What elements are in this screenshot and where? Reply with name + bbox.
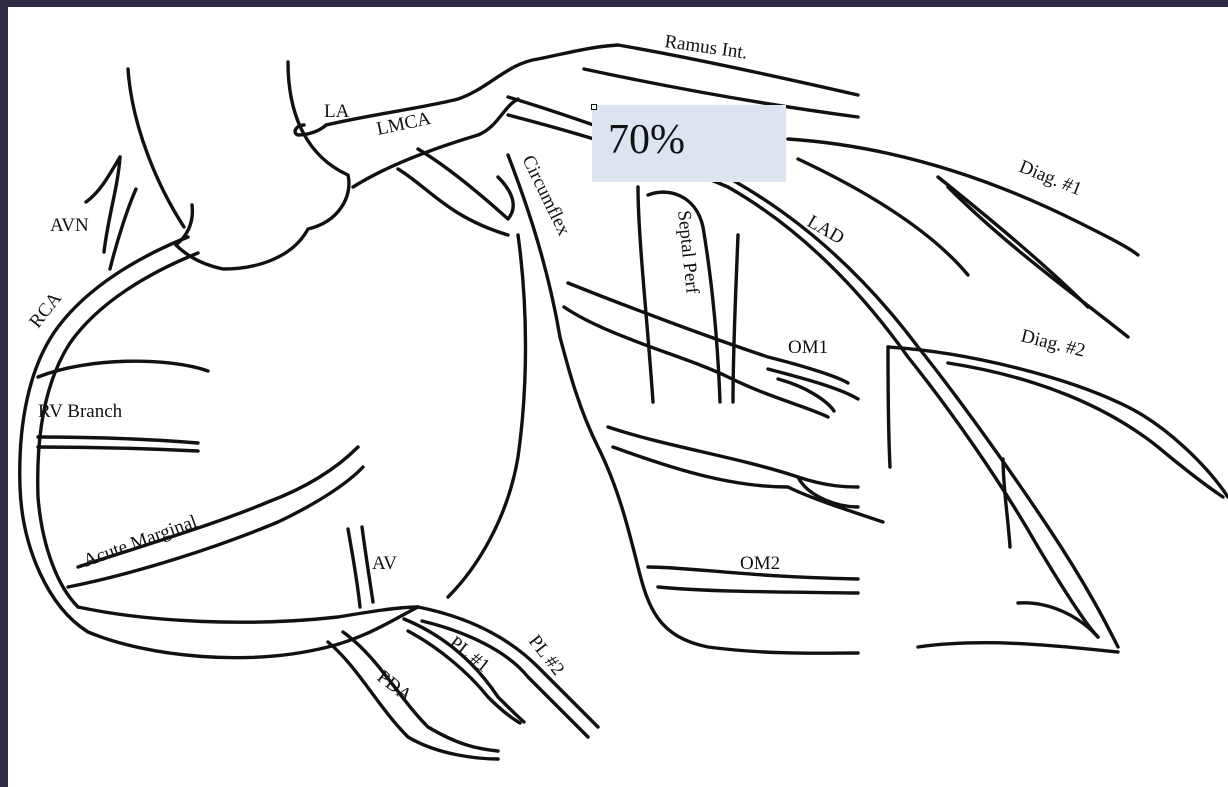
diagram-canvas: Ramus Int. LA LMCA Circumflex Septal Per… bbox=[8, 7, 1228, 787]
label-septal-perf: Septal Perf bbox=[673, 209, 703, 295]
label-diag-2: Diag. #2 bbox=[1019, 325, 1088, 361]
label-rv-branch: RV Branch bbox=[38, 401, 123, 422]
label-avn: AVN bbox=[50, 215, 89, 236]
left-atrium-outline bbox=[128, 62, 349, 269]
label-om1: OM1 bbox=[788, 337, 828, 358]
label-la: LA bbox=[324, 101, 350, 122]
lmca-trunk bbox=[326, 45, 618, 235]
stenosis-annotation[interactable]: 70% bbox=[592, 105, 786, 182]
label-pl-1: PL #1 bbox=[445, 632, 494, 676]
label-om2: OM2 bbox=[740, 553, 780, 574]
label-av: AV bbox=[372, 553, 397, 574]
label-acute-marginal: Acute Marginal bbox=[81, 511, 200, 572]
label-pl-2: PL #2 bbox=[524, 631, 568, 680]
annotation-resize-handle[interactable] bbox=[591, 104, 597, 110]
pl2-vessel bbox=[418, 607, 598, 737]
label-lad: LAD bbox=[804, 211, 848, 249]
label-ramus-int: Ramus Int. bbox=[663, 31, 749, 63]
label-circumflex: Circumflex bbox=[518, 152, 575, 239]
label-diag-1: Diag. #1 bbox=[1016, 156, 1085, 200]
diag-2-vessel bbox=[888, 347, 1228, 497]
av-branch-vessel bbox=[348, 527, 373, 607]
acute-marginal-vessel bbox=[68, 447, 363, 587]
